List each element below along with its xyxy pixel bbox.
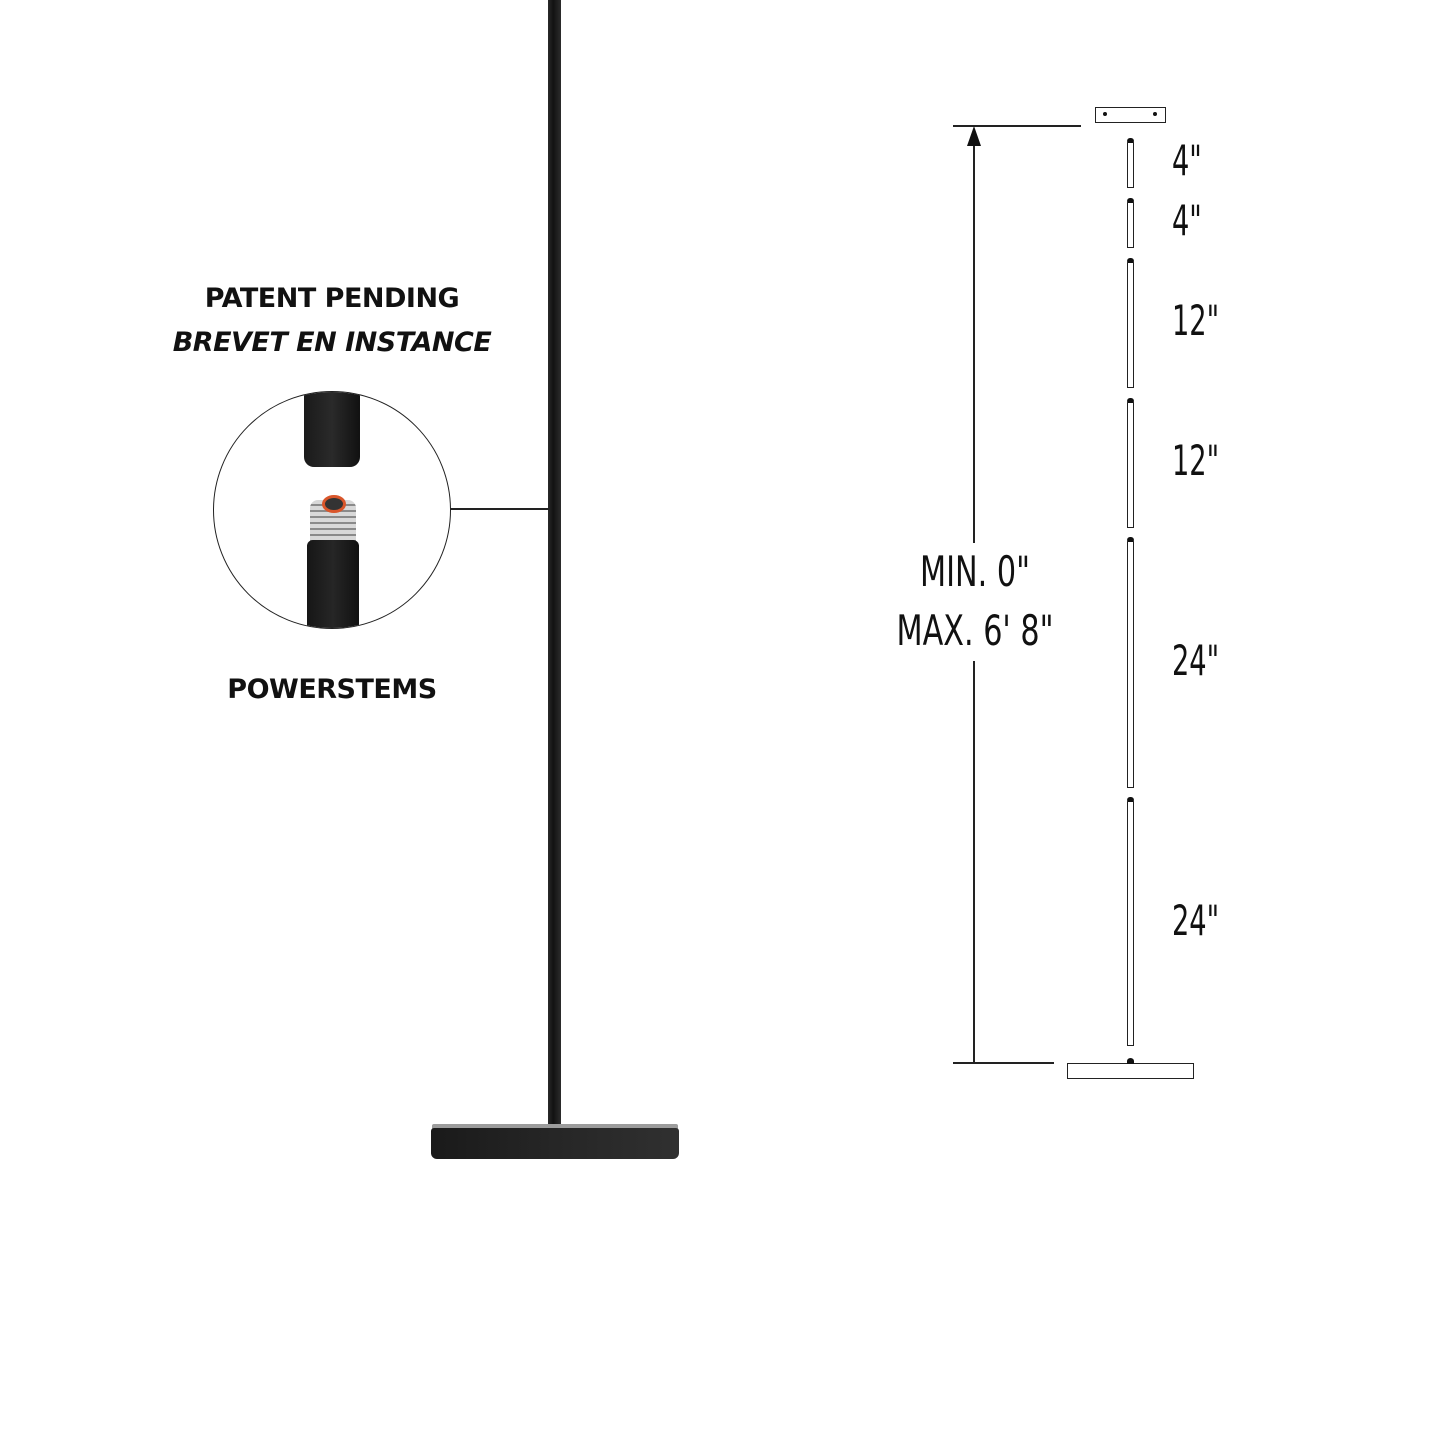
patent-pending-label: PATENT PENDING: [204, 283, 460, 314]
upper-stem-detail: [304, 392, 360, 467]
height-range-label: MIN. 0" MAX. 6' 8": [867, 543, 1083, 661]
segment-label: 4": [1172, 196, 1202, 245]
segment-label: 4": [1172, 136, 1202, 185]
segment-4in-b: [1127, 198, 1134, 248]
lamp-pole: [548, 0, 561, 1130]
dimension-bottom-line: [953, 1062, 1054, 1064]
segment-12in-b: [1127, 398, 1134, 528]
brevet-en-instance-label: BREVET EN INSTANCE: [172, 327, 492, 358]
base-connector-dot-icon: [1127, 1058, 1134, 1064]
lamp-base-top: [432, 1124, 678, 1130]
screw-dot-icon: [1103, 112, 1107, 116]
powerstem-detail-circle: [213, 391, 451, 629]
segment-4in-a: [1127, 138, 1134, 188]
segment-label: 24": [1172, 636, 1220, 685]
segment-12in-a: [1127, 258, 1134, 388]
segment-label: 12": [1172, 436, 1220, 485]
segment-24in-b: [1127, 797, 1134, 1046]
arrow-up-icon: [967, 126, 981, 146]
screw-dot-icon: [1153, 112, 1157, 116]
segment-label: 24": [1172, 896, 1220, 945]
lamp-base: [431, 1128, 679, 1159]
canopy-plate: [1095, 107, 1166, 123]
connector-ring-icon: [322, 495, 346, 513]
powerstems-label: POWERSTEMS: [227, 674, 437, 705]
max-height-label: MAX. 6' 8": [896, 605, 1054, 655]
dimension-top-line: [953, 125, 1081, 127]
segment-24in-a: [1127, 537, 1134, 788]
callout-leader-line: [450, 508, 550, 510]
min-height-label: MIN. 0": [919, 547, 1031, 596]
segment-label: 12": [1172, 296, 1220, 345]
lower-stem-detail: [307, 540, 359, 628]
base-plate: [1067, 1063, 1194, 1079]
